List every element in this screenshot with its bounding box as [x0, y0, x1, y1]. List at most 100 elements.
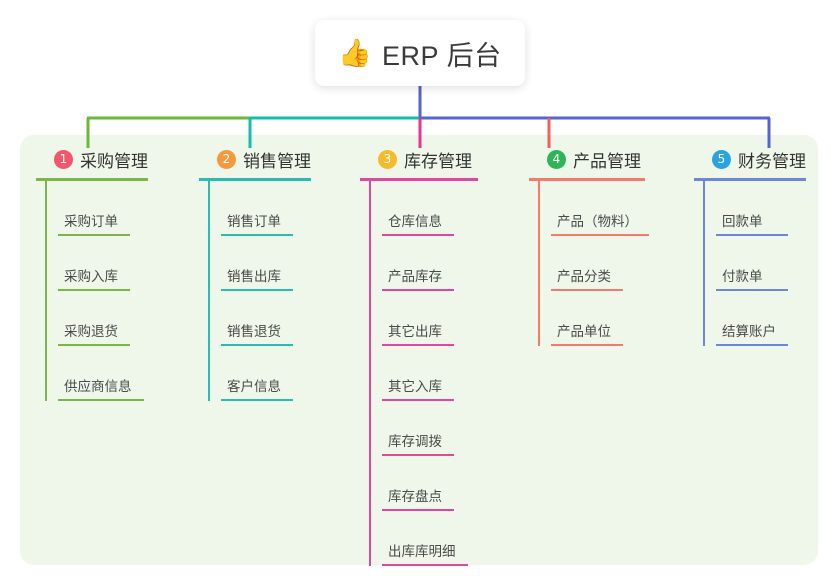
root-title: ERP 后台: [382, 40, 502, 71]
leaf-label: 采购退货: [64, 324, 118, 339]
leaf-item[interactable]: 产品分类: [551, 236, 689, 291]
leaf-underline: [221, 234, 293, 236]
leaf-item[interactable]: 销售退货: [221, 291, 349, 346]
leaf-label: 仓库信息: [388, 214, 442, 229]
column-2: 2 销售管理销售订单销售出库销售退货客户信息: [199, 146, 349, 401]
leaf-item[interactable]: 产品库存: [382, 236, 520, 291]
leaf-underline: [716, 289, 788, 291]
leaf-underline: [551, 234, 649, 236]
leaf-underline: [382, 564, 468, 566]
column-badge-icon: 5: [712, 149, 731, 169]
leaf-underline: [716, 344, 788, 346]
column-title: 财务管理: [738, 151, 806, 171]
leaf-label: 销售订单: [227, 214, 281, 229]
leaf-label: 产品库存: [388, 269, 442, 284]
leaf-underline: [382, 289, 454, 291]
leaf-underline: [221, 344, 293, 346]
leaf-item[interactable]: 采购订单: [58, 181, 186, 236]
column-header-2[interactable]: 2 销售管理: [199, 146, 349, 172]
leaf-list: 采购订单采购入库采购退货供应商信息: [36, 181, 186, 401]
leaf-label: 销售退货: [227, 324, 281, 339]
leaf-item[interactable]: 产品（物料）: [551, 181, 689, 236]
leaf-label: 采购订单: [64, 214, 118, 229]
leaf-item[interactable]: 供应商信息: [58, 346, 186, 401]
column-underline: [360, 178, 478, 181]
leaf-item[interactable]: 销售订单: [221, 181, 349, 236]
column-title: 产品管理: [573, 151, 641, 171]
column-5: 5 财务管理回款单付款单结算账户: [694, 146, 839, 346]
leaf-item[interactable]: 库存盘点: [382, 456, 520, 511]
leaf-label: 出库库明细: [388, 544, 456, 559]
column-header-1[interactable]: 1 采购管理: [36, 146, 186, 172]
leaf-underline: [58, 399, 144, 401]
leaf-underline: [382, 509, 454, 511]
leaf-underline: [716, 234, 788, 236]
leaf-label: 结算账户: [722, 324, 776, 339]
leaf-underline: [382, 234, 454, 236]
leaf-item[interactable]: 付款单: [716, 236, 839, 291]
leaf-label: 回款单: [722, 214, 763, 229]
leaf-list: 销售订单销售出库销售退货客户信息: [199, 181, 349, 401]
column-title: 采购管理: [80, 151, 148, 171]
leaf-list: 回款单付款单结算账户: [694, 181, 839, 346]
column-badge-icon: 1: [54, 149, 73, 169]
column-badge-icon: 2: [217, 149, 236, 169]
column-spine: [703, 181, 705, 346]
leaf-underline: [221, 289, 293, 291]
leaf-item[interactable]: 出库库明细: [382, 511, 520, 566]
leaf-list: 仓库信息产品库存其它出库其它入库库存调拨库存盘点出库库明细: [360, 181, 520, 566]
leaf-label: 其它入库: [388, 379, 442, 394]
leaf-item[interactable]: 回款单: [716, 181, 839, 236]
leaf-item[interactable]: 其它入库: [382, 346, 520, 401]
column-spine: [45, 181, 47, 401]
leaf-underline: [551, 289, 623, 291]
column-header-5[interactable]: 5 财务管理: [694, 146, 839, 172]
column-spine: [208, 181, 210, 401]
leaf-item[interactable]: 产品单位: [551, 291, 689, 346]
leaf-item[interactable]: 销售出库: [221, 236, 349, 291]
column-3: 3 库存管理仓库信息产品库存其它出库其它入库库存调拨库存盘点出库库明细: [360, 146, 520, 566]
column-header-3[interactable]: 3 库存管理: [360, 146, 520, 172]
thumbs-up-icon: 👍: [338, 37, 373, 68]
leaf-label: 产品分类: [557, 269, 611, 284]
leaf-label: 库存盘点: [388, 489, 442, 504]
leaf-item[interactable]: 采购退货: [58, 291, 186, 346]
leaf-item[interactable]: 客户信息: [221, 346, 349, 401]
column-title: 库存管理: [404, 151, 472, 171]
column-1: 1 采购管理采购订单采购入库采购退货供应商信息: [36, 146, 186, 401]
leaf-underline: [382, 454, 454, 456]
column-underline: [199, 178, 311, 181]
column-badge-icon: 3: [378, 149, 397, 169]
content-panel: [20, 135, 818, 565]
leaf-underline: [58, 289, 130, 291]
leaf-item[interactable]: 采购入库: [58, 236, 186, 291]
column-spine: [538, 181, 540, 346]
leaf-list: 产品（物料） 产品分类产品单位: [529, 181, 689, 346]
leaf-label: 供应商信息: [64, 379, 132, 394]
column-title: 销售管理: [243, 151, 311, 171]
leaf-label: 产品单位: [557, 324, 611, 339]
leaf-item[interactable]: 其它出库: [382, 291, 520, 346]
leaf-label: 销售出库: [227, 269, 281, 284]
column-spine: [369, 181, 371, 566]
leaf-item[interactable]: 结算账户: [716, 291, 839, 346]
leaf-label: 采购入库: [64, 269, 118, 284]
leaf-underline: [382, 399, 454, 401]
leaf-label: 产品（物料）: [557, 214, 638, 229]
leaf-label: 付款单: [722, 269, 763, 284]
leaf-underline: [382, 344, 454, 346]
leaf-item[interactable]: 库存调拨: [382, 401, 520, 456]
leaf-item[interactable]: 仓库信息: [382, 181, 520, 236]
leaf-underline: [58, 234, 130, 236]
leaf-label: 客户信息: [227, 379, 281, 394]
column-underline: [36, 178, 148, 181]
leaf-label: 库存调拨: [388, 434, 442, 449]
leaf-underline: [551, 344, 623, 346]
leaf-underline: [58, 344, 130, 346]
leaf-underline: [221, 399, 293, 401]
column-underline: [529, 178, 645, 181]
root-node[interactable]: 👍 ERP 后台: [315, 20, 525, 86]
